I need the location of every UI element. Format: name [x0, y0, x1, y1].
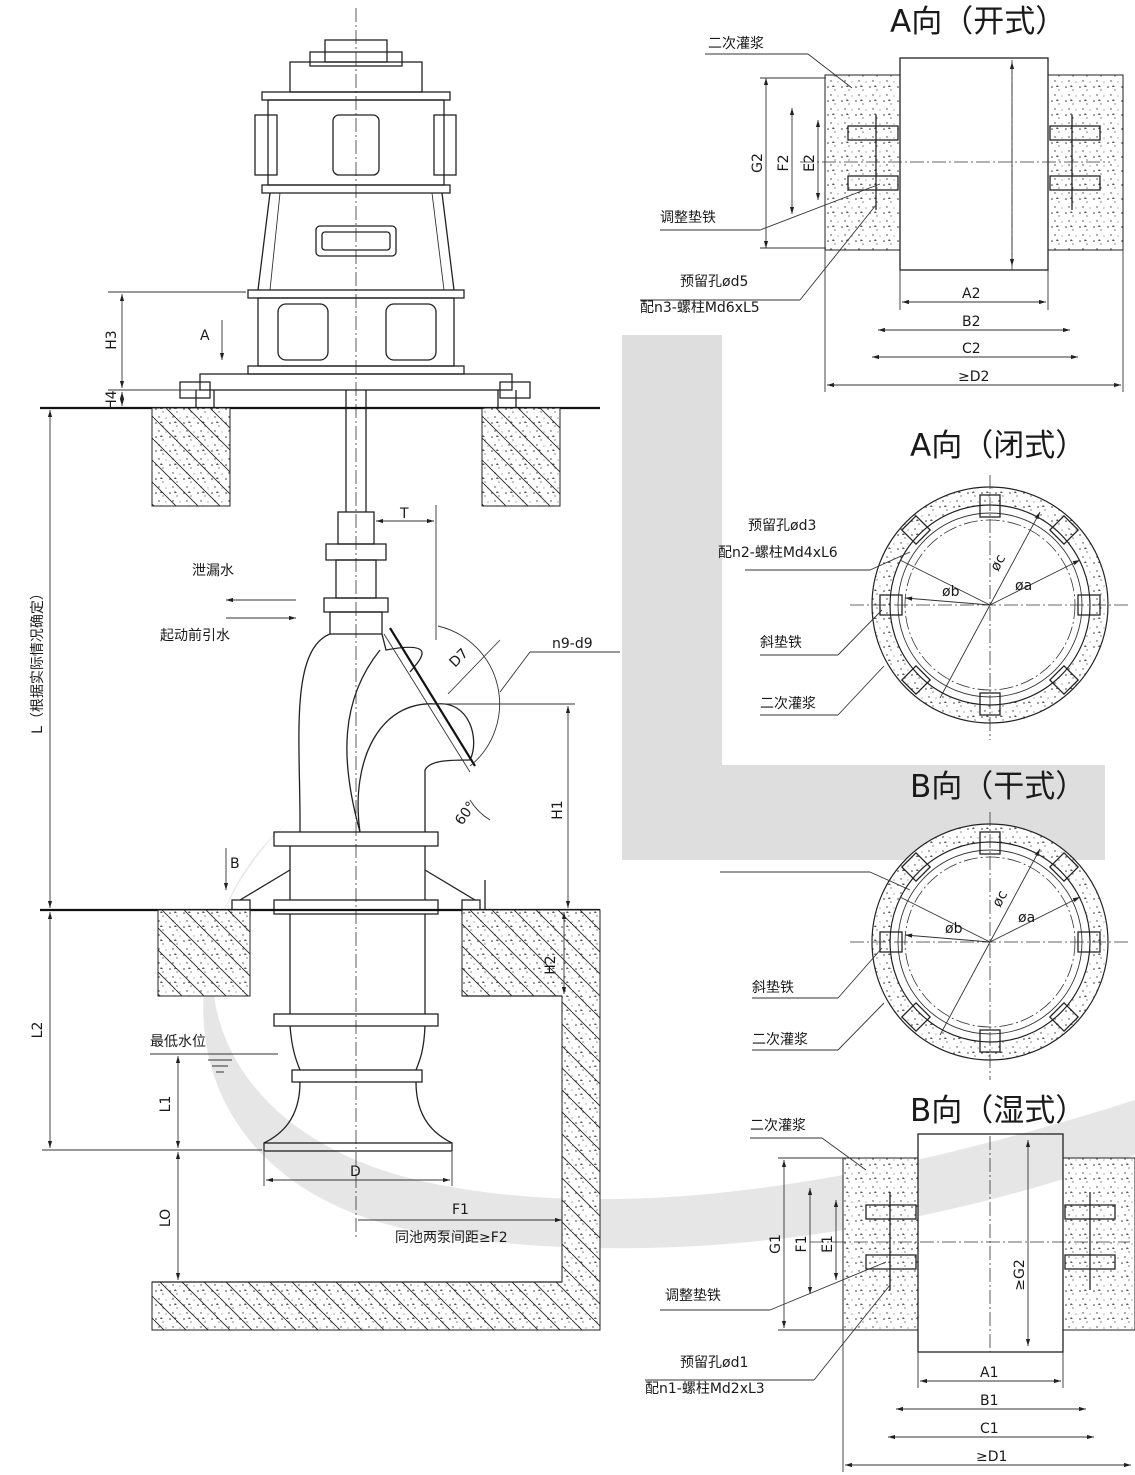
dim-F1: F1 [452, 1202, 469, 1218]
priming-water-label: 起动前引水 [160, 627, 230, 644]
b-wet-bolt-label: 配n1-螺柱Md2xL3 [645, 1381, 765, 1397]
dim-G2: G2 [750, 153, 766, 173]
a-closed-wedge-label: 斜垫铁 [760, 635, 802, 651]
dim-D: D [350, 1164, 361, 1180]
a-closed-bolt-label: 配n2-螺柱Md4xL6 [718, 545, 838, 561]
title-b-dry: B向（干式） [910, 769, 1086, 805]
dim-D7: D7 [447, 646, 472, 671]
bolt-group-left [847, 115, 899, 210]
a-open-grout-label: 二次灌浆 [708, 36, 764, 52]
dim-L2: L2 [30, 1022, 46, 1039]
main-elevation: 泄漏水 起动前引水 L（根据实际情况确定） L2 L1 LO H1 H2 H3 … [30, 8, 620, 1331]
phi-c-dry: øc [989, 888, 1011, 910]
dim-A1: A1 [980, 1365, 998, 1381]
wet-bolt-group-right [1064, 1192, 1116, 1290]
b-dry-wedge-label: 斜垫铁 [752, 980, 794, 996]
phi-a-closed: øa [1015, 578, 1032, 594]
wet-bolt-group-left [865, 1192, 917, 1290]
dim-G2-wet: ≥G2 [1012, 1259, 1028, 1291]
a-open-hole-label: 预留孔ød5 [680, 274, 748, 290]
dim-D2: ≥D2 [958, 369, 989, 385]
a-closed-grout-label: 二次灌浆 [760, 696, 816, 712]
a-open-shim-label: 调整垫铁 [660, 210, 716, 226]
phi-c-closed: øc [987, 552, 1009, 574]
view-b-wet: B向（湿式） 二次灌浆 [645, 1093, 1135, 1472]
view-a-label: A [200, 328, 210, 344]
dim-L1: L1 [158, 1096, 174, 1113]
title-a-open: A向（开式） [890, 4, 1066, 40]
view-b-dry: B向（干式） 斜垫铁 二次灌浆 øa øb øc [720, 769, 1130, 1080]
dim-A2: A2 [962, 286, 980, 302]
leak-water-label: 泄漏水 [192, 563, 234, 579]
dim-LO: LO [158, 1209, 174, 1227]
b-wet-grout-label: 二次灌浆 [750, 1118, 806, 1134]
phi-b-dry: øb [945, 921, 963, 937]
dim-H4: H4 [104, 390, 120, 410]
dim-B1: B1 [980, 1393, 999, 1409]
phi-b-closed: øb [942, 584, 960, 600]
dim-C1: C1 [980, 1421, 999, 1437]
b-wet-hole-label: 预留孔ød1 [680, 1355, 748, 1371]
pump-spacing-label: 同池两泵间距≥F2 [395, 1230, 508, 1246]
dim-L: L（根据实际情况确定） [30, 586, 46, 734]
min-water-level-label: 最低水位 [150, 1034, 206, 1050]
a-open-bolt-label: 配n3-螺柱Md6xL5 [640, 300, 760, 316]
dim-H2: H2 [543, 955, 559, 974]
dim-C2: C2 [962, 341, 981, 357]
dim-H1: H1 [550, 800, 566, 819]
dim-B2: B2 [962, 314, 981, 330]
flange-holes-label: n9-d9 [552, 636, 593, 652]
b-wet-shim-label: 调整垫铁 [665, 1288, 721, 1304]
dim-F1-wet: F1 [794, 1236, 810, 1253]
angle-60: 60° [452, 799, 479, 829]
view-b-label: B [230, 856, 240, 872]
phi-a-dry: øa [1018, 910, 1035, 926]
dim-F2: F2 [776, 155, 792, 172]
dim-G1: G1 [768, 1234, 784, 1254]
dim-E2: E2 [802, 154, 818, 172]
a-closed-hole-label: 预留孔ød3 [748, 518, 816, 534]
title-b-wet: B向（湿式） [910, 1093, 1086, 1129]
view-a-open: A向（开式） [640, 4, 1124, 392]
dim-T: T [399, 506, 409, 522]
title-a-closed: A向（闭式） [910, 428, 1086, 464]
bolt-group-right [1049, 115, 1101, 210]
dim-D1: ≥D1 [976, 1449, 1007, 1465]
background-swoosh [203, 335, 1135, 1249]
view-a-closed: A向（闭式） 预留孔ød3 配n2-螺柱Md4xL6 斜垫铁 二次 [718, 428, 1130, 740]
dim-H3: H3 [104, 330, 120, 349]
dim-E1: E1 [820, 1235, 836, 1253]
b-dry-grout-label: 二次灌浆 [752, 1032, 808, 1048]
